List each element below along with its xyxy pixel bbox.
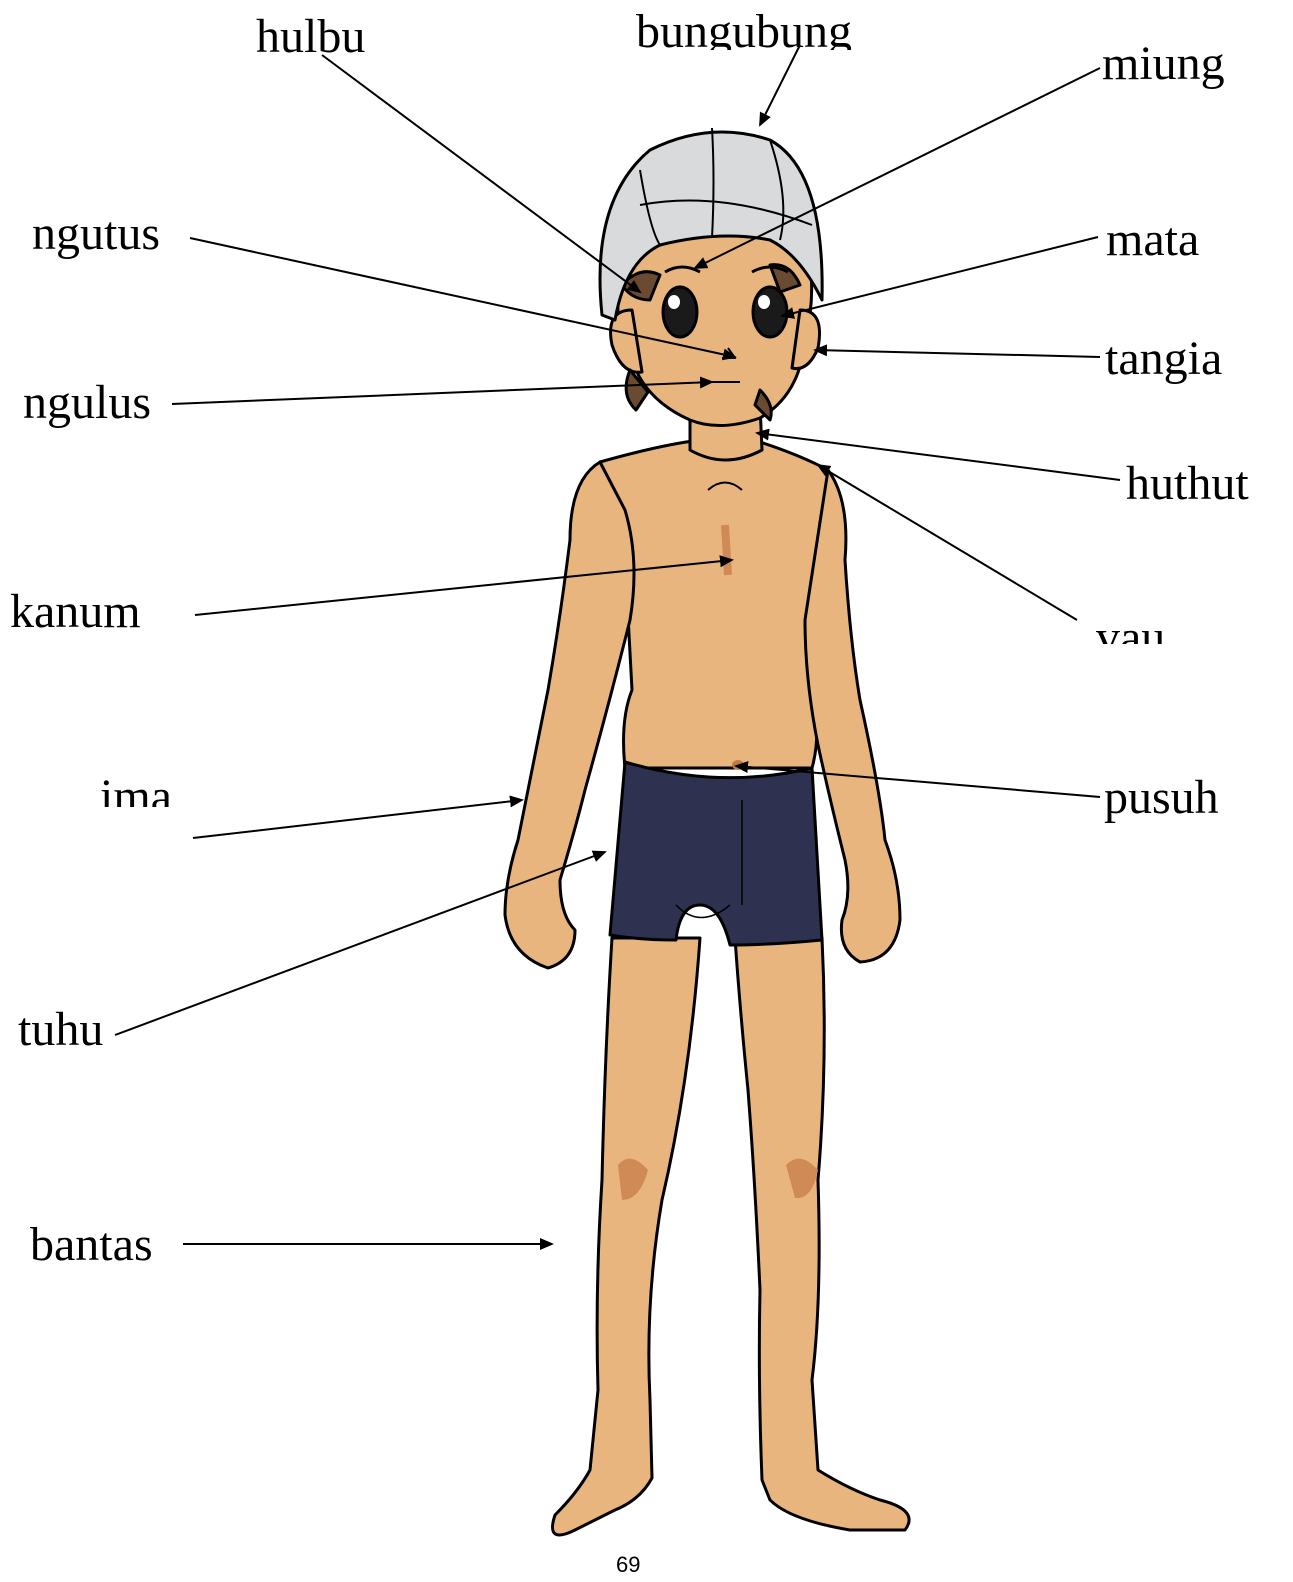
left-leg [553,938,701,1535]
label-tangia: tangia [1105,335,1222,383]
right-leg [735,938,909,1530]
left-eye [663,287,697,337]
label-ngulus: ngulus [23,379,151,427]
label-huthut: huthut [1126,460,1249,508]
leader-bungubung [760,45,800,125]
right-eye [753,287,787,337]
leader-tangia [815,350,1100,357]
leader-hulbu [322,55,640,292]
page-number: 69 [616,1552,640,1578]
label-tuhu: tuhu [18,1006,103,1054]
label-bantas: bantas [30,1221,153,1269]
label-vau: vau [1096,614,1165,644]
label-kanum: kanum [10,588,141,636]
label-bungubung: bungubung [636,8,852,50]
leader-ima [193,800,522,838]
label-miung: miung [1102,40,1225,88]
boy-illustration [505,128,909,1535]
leader-mata [782,237,1098,316]
label-ima: ima [100,773,172,807]
label-ngutus: ngutus [32,210,160,258]
label-hulbu: hulbu [256,13,365,61]
label-pusuh: pusuh [1104,774,1219,822]
label-mata: mata [1106,216,1199,264]
navel [732,760,744,770]
shorts [610,762,822,945]
leader-vau [818,465,1077,620]
